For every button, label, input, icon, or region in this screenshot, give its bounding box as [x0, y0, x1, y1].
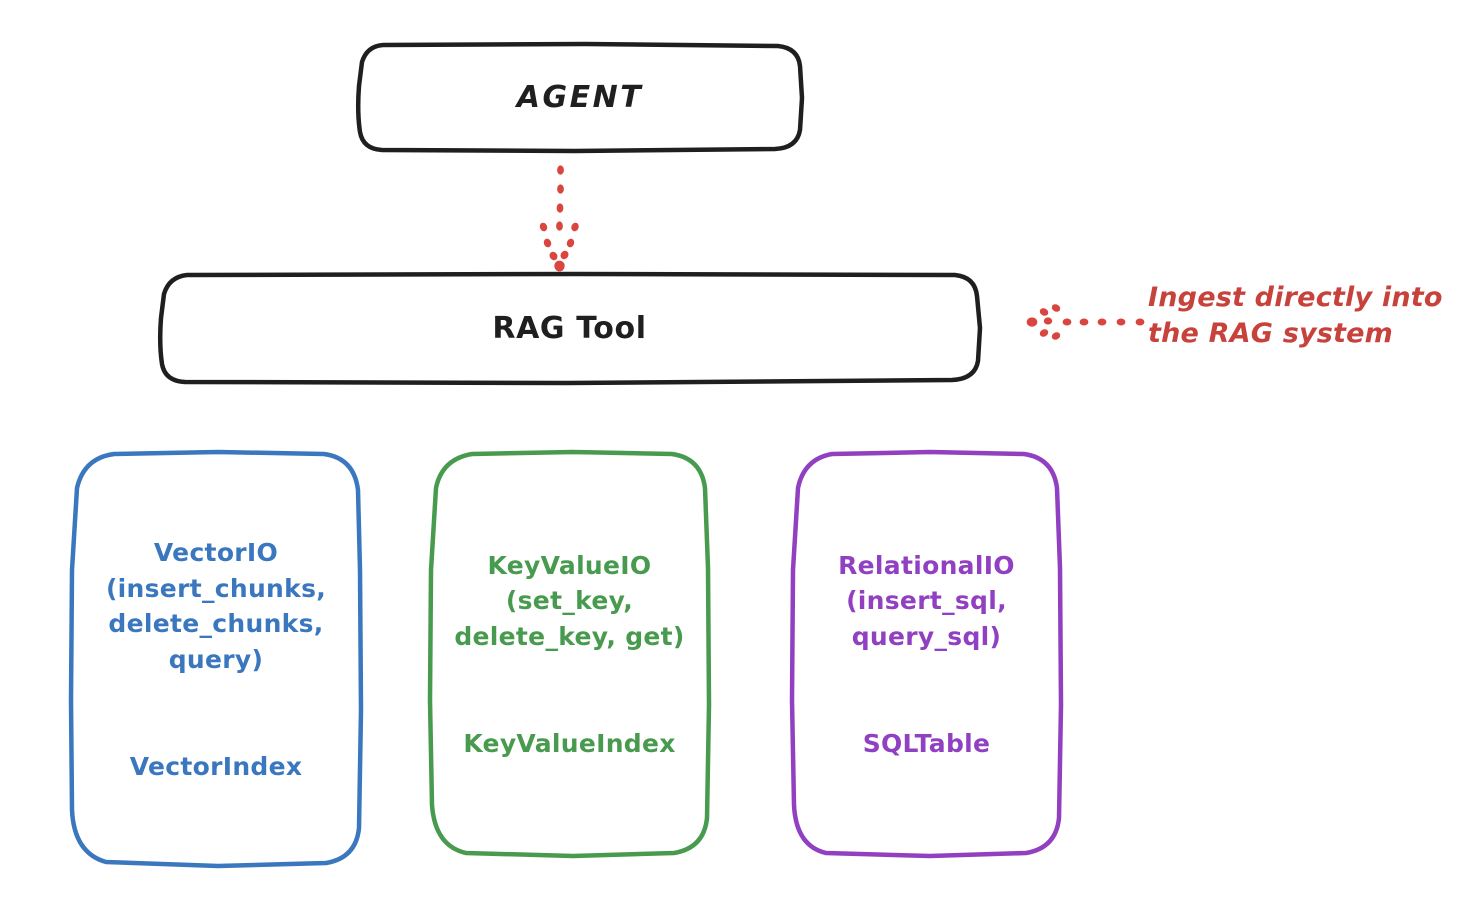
ingest-to-rag-tool-arrow — [1026, 304, 1145, 340]
relational-io-api-label: RelationalIO (insert_sql, query_sql) — [838, 550, 1015, 651]
vector-io-text: VectorIO (insert_chunks, delete_chunks, … — [106, 500, 326, 820]
agent-label: AGENT — [516, 80, 644, 115]
vector-io-api-label: VectorIO (insert_chunks, delete_chunks, … — [105, 538, 327, 674]
agent-to-ragtool-arrow — [539, 165, 579, 272]
relational-io-text: RelationalIO (insert_sql, query_sql) SQL… — [838, 512, 1015, 797]
key-value-io-node[interactable]: KeyValueIO (set_key, delete_key, get) Ke… — [427, 449, 712, 859]
vector-io-node[interactable]: VectorIO (insert_chunks, delete_chunks, … — [68, 449, 364, 869]
relational-io-index-label: SQLTable — [862, 728, 991, 758]
rag-tool-label: RAG Tool — [492, 310, 647, 346]
ingest-annotation-label: Ingest directly into the RAG system — [1148, 282, 1443, 350]
key-value-io-api-label: KeyValueIO (set_key, delete_key, get) — [454, 550, 685, 651]
rag-tool-node[interactable]: RAG Tool — [157, 271, 983, 386]
relational-io-node[interactable]: RelationalIO (insert_sql, query_sql) SQL… — [789, 449, 1064, 859]
key-value-io-index-label: KeyValueIndex — [463, 728, 676, 758]
agent-node[interactable]: AGENT — [355, 41, 805, 154]
vector-io-index-label: VectorIndex — [129, 751, 303, 781]
key-value-io-text: KeyValueIO (set_key, delete_key, get) Ke… — [454, 512, 684, 797]
